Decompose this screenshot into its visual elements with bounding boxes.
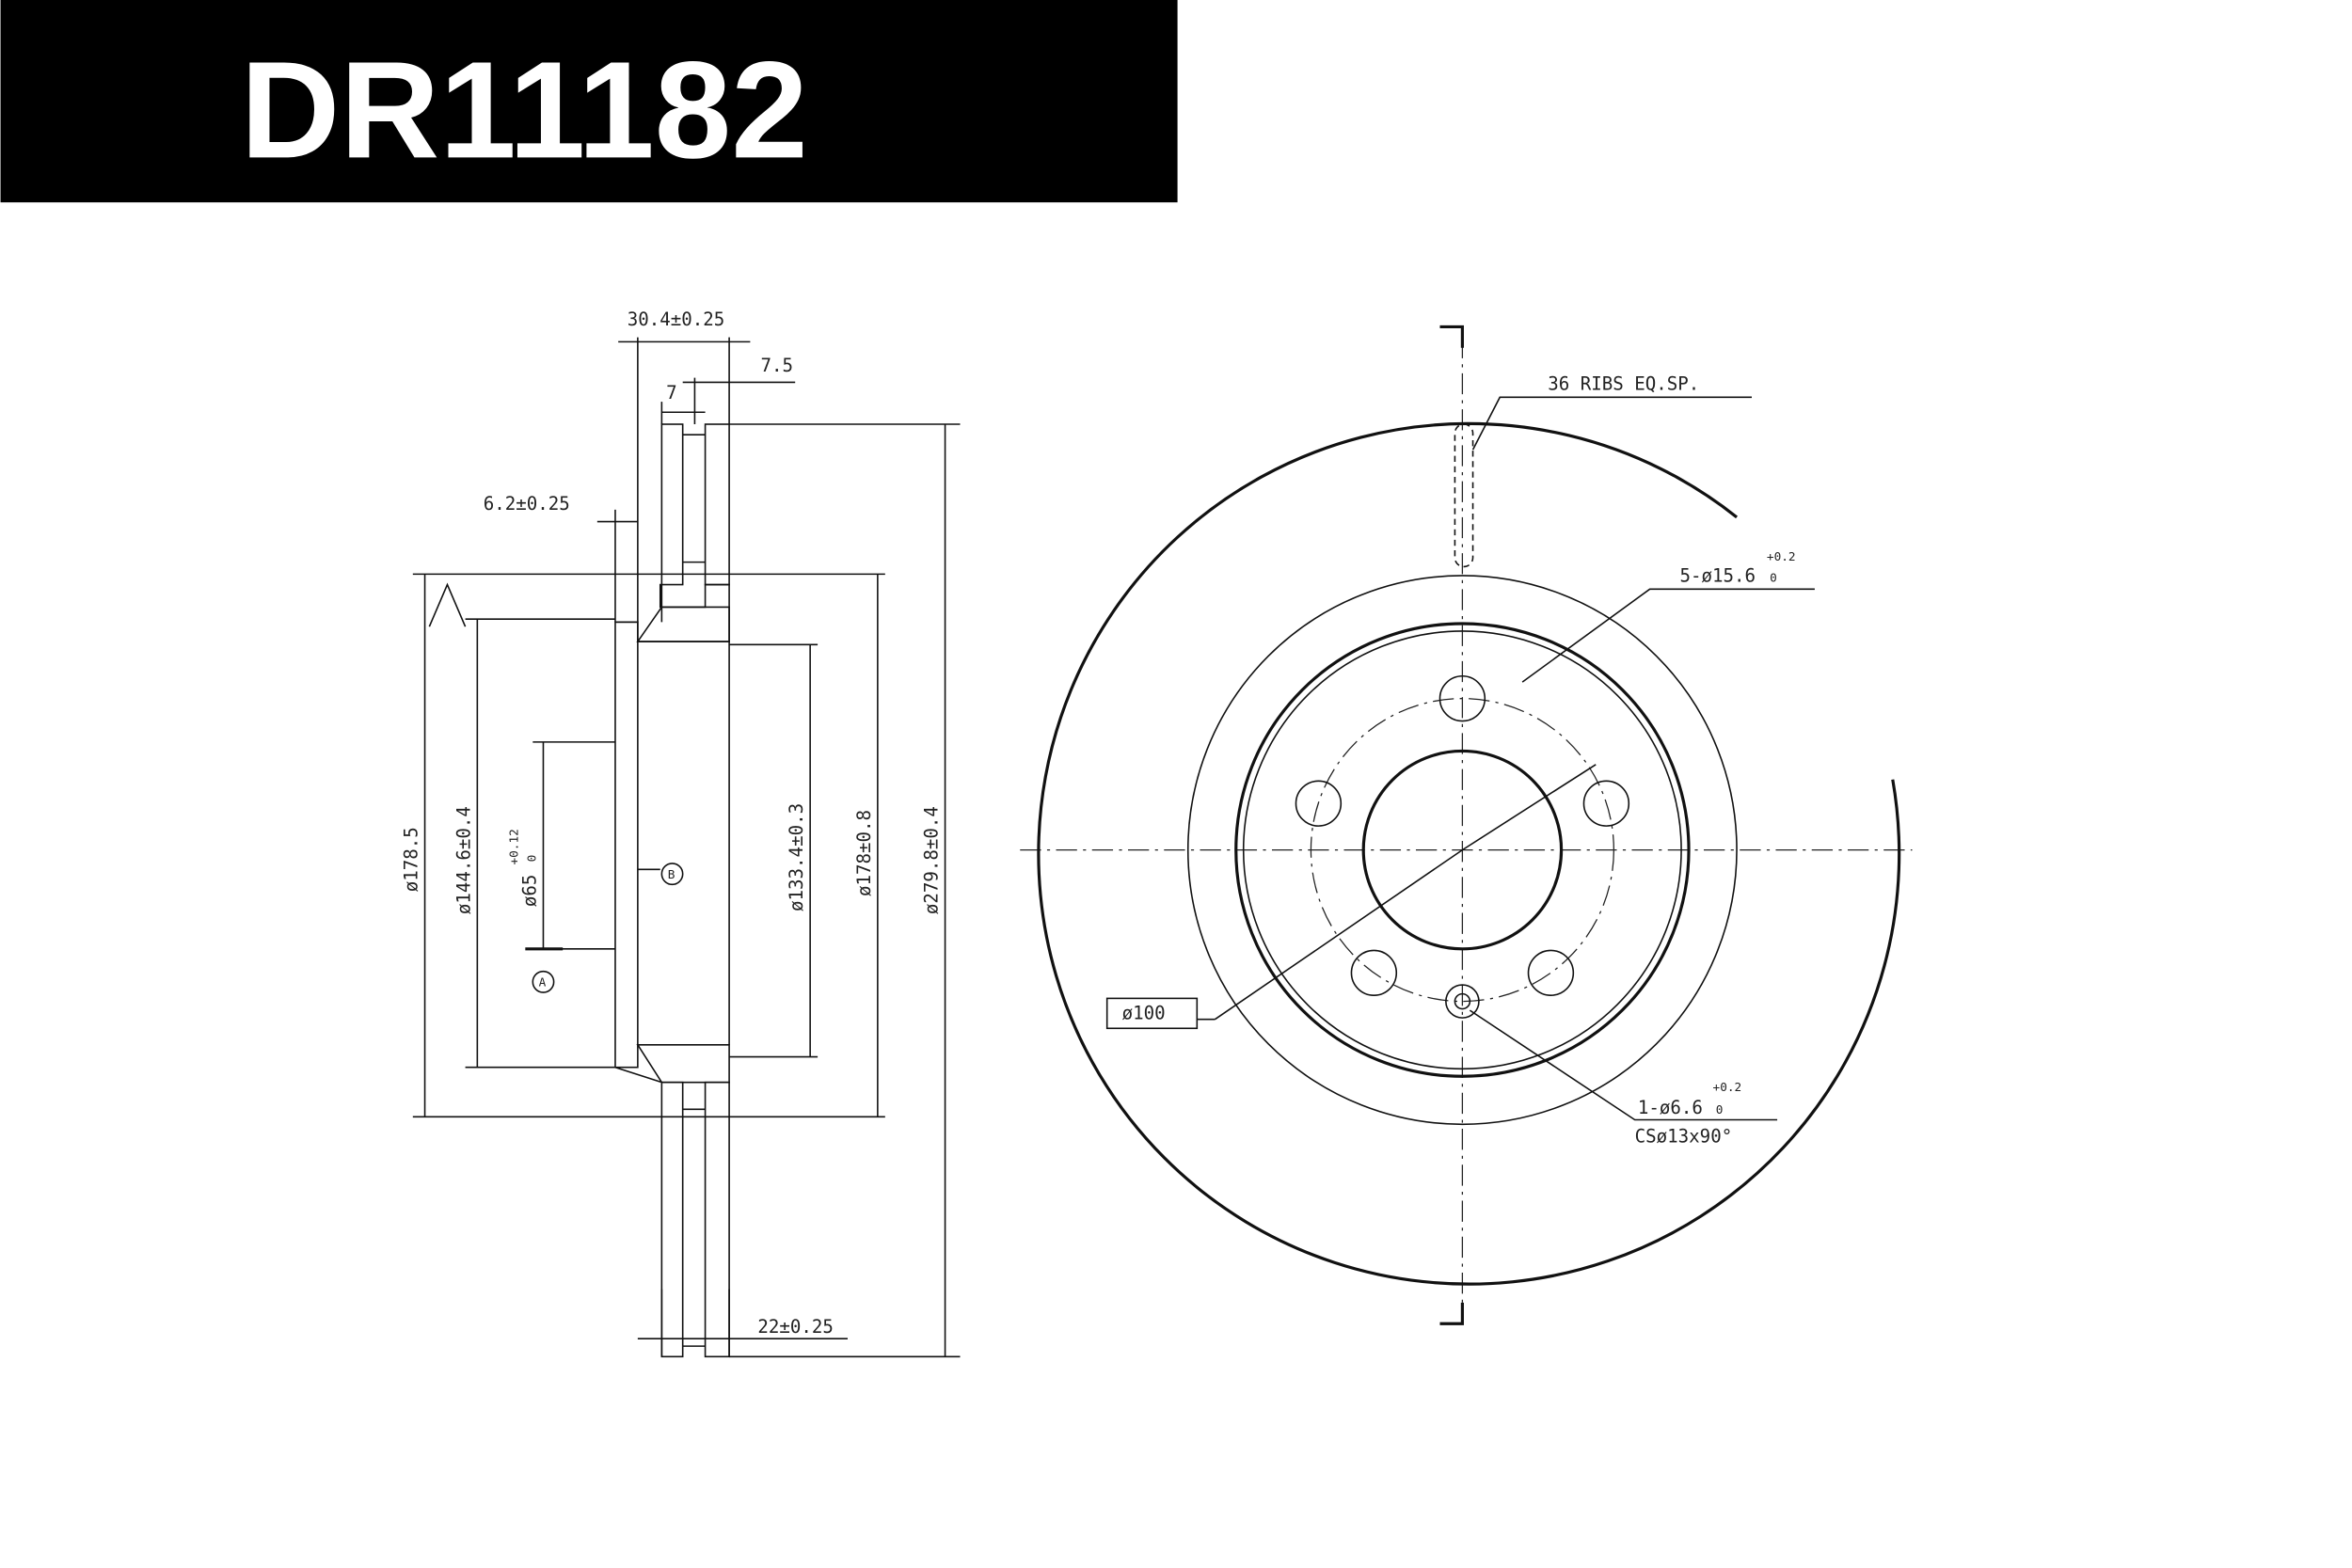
dim-overall-width: 30.4±0.25 (628, 309, 725, 330)
dim-vane-offset: 7.5 (761, 355, 794, 376)
bolt-holes-tol-lower: 0 (1770, 571, 1777, 585)
bolt-holes-tol-upper: +0.2 (1767, 550, 1796, 564)
label-bolt-holes: 5-ø15.6 (1679, 564, 1756, 586)
dim-plate: 7 (666, 382, 677, 404)
label-countersink: CSø13x90° (1635, 1125, 1733, 1147)
dim-d279-8: ø279.8±0.4 (921, 806, 943, 914)
datum-a-marker (532, 970, 555, 993)
dim-d178-5: ø178.5 (401, 827, 422, 892)
dim-d133-4: ø133.4±0.3 (786, 803, 807, 911)
dim-d65-tol-lower: 0 (525, 855, 539, 863)
dim-d65-tol-upper: +0.12 (507, 829, 521, 864)
screw-hole-tol-upper: +0.2 (1713, 1081, 1742, 1095)
datum-a: A (539, 976, 547, 990)
title-bar (0, 0, 1178, 203)
label-screw-hole: 1-ø6.6 (1638, 1097, 1703, 1118)
label-pcd: ø100 (1122, 1003, 1166, 1024)
front-view (1020, 325, 1913, 1325)
label-ribs: 36 RIBS EQ.SP. (1548, 372, 1699, 394)
dim-d144-6: ø144.6±0.4 (453, 806, 474, 914)
section-view (412, 337, 961, 1358)
datum-b: B (668, 868, 675, 882)
dim-min-thickness: 22±0.25 (757, 1316, 834, 1338)
dim-d65: ø65 (518, 875, 540, 908)
dim-hat-thickness: 6.2±0.25 (484, 493, 570, 515)
dim-d178: ø178±0.8 (853, 810, 875, 896)
datum-b-marker (660, 863, 684, 886)
part-number-title: DR11182 (241, 33, 808, 187)
screw-hole-tol-lower: 0 (1716, 1103, 1724, 1117)
